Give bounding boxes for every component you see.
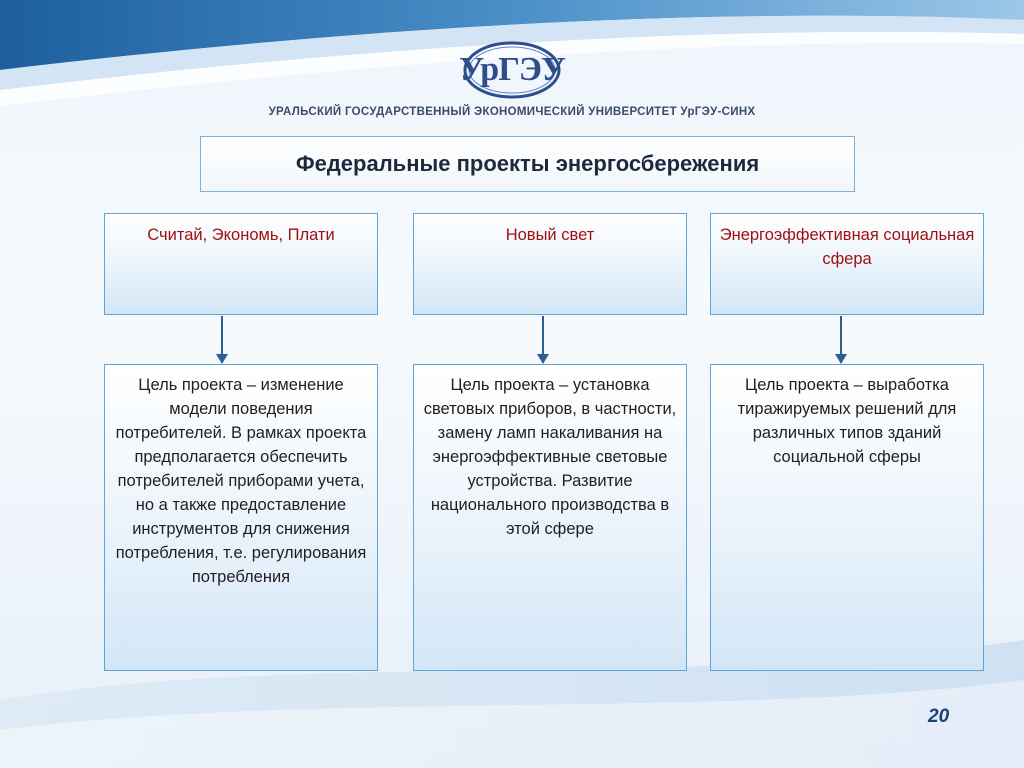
project-goal-2: Цель проекта – установка световых прибор… <box>423 376 677 538</box>
university-logo: УрГЭУ <box>459 40 566 100</box>
project-name-1: Считай, Экономь, Плати <box>147 226 335 244</box>
project-box-2: Новый свет <box>413 213 687 315</box>
project-name-3: Энергоэффективная социальная сфера <box>719 226 975 268</box>
project-goal-1: Цель проекта – изменение модели поведени… <box>115 376 367 586</box>
diagram-title-box: Федеральные проекты энергосбережения <box>200 136 855 192</box>
project-box-3: Энергоэффективная социальная сфера <box>710 213 984 315</box>
university-name: УРАЛЬСКИЙ ГОСУДАРСТВЕННЫЙ ЭКОНОМИЧЕСКИЙ … <box>268 106 756 118</box>
goal-box-3: Цель проекта – выработка тиражируемых ре… <box>710 364 984 671</box>
diagram-title: Федеральные проекты энергосбережения <box>295 151 760 176</box>
project-box-1: Считай, Экономь, Плати <box>104 213 378 315</box>
project-goal-3: Цель проекта – выработка тиражируемых ре… <box>737 376 957 466</box>
page-number: 20 <box>928 706 950 727</box>
goal-box-1: Цель проекта – изменение модели поведени… <box>104 364 378 671</box>
logo-text: УрГЭУ <box>459 51 566 88</box>
logo-ring-icon <box>463 41 561 99</box>
project-name-2: Новый свет <box>505 226 595 244</box>
goal-box-2: Цель проекта – установка световых прибор… <box>413 364 687 671</box>
